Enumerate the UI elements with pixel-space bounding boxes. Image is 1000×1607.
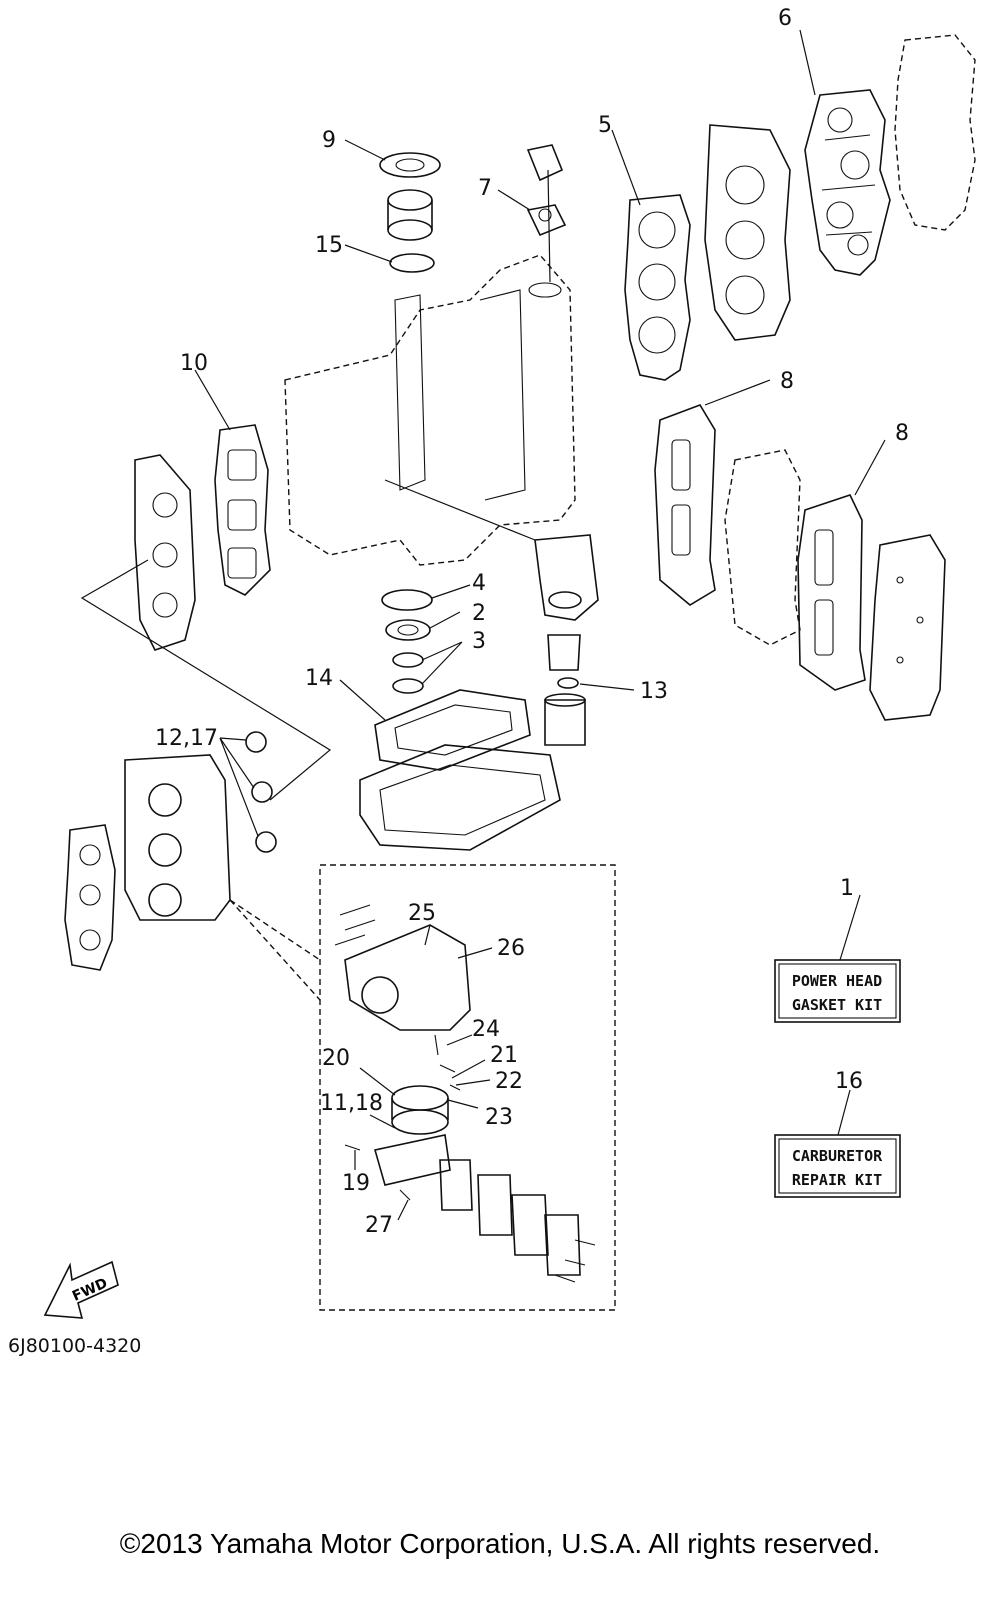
part-lower-casing	[359, 744, 561, 851]
part-15-o-ring	[389, 253, 435, 273]
part-4-o-ring	[381, 589, 433, 611]
callouts: 1 2 3 4 5 6 7 8 8 9 10 11,18 12,17 13 14…	[155, 6, 909, 1238]
callout-16: 16	[835, 1069, 863, 1094]
power-head-gasket-kit-box: POWER HEAD GASKET KIT	[774, 959, 901, 1023]
fwd-label: FWD	[70, 1275, 110, 1305]
callout-14: 14	[305, 666, 333, 691]
part-carburetor-gasket	[64, 824, 116, 971]
callout-4: 4	[472, 571, 486, 596]
part-6-head-cover-gasket	[804, 89, 891, 276]
part-exhaust-inner-plate	[724, 449, 801, 646]
carburetor-kit-line2: REPAIR KIT	[792, 1171, 882, 1189]
part-2-oil-seal	[385, 619, 431, 641]
callout-8a: 8	[780, 369, 794, 394]
part-5-head-gasket	[624, 194, 691, 381]
part-13-o-ring	[557, 677, 579, 689]
detail-pointer	[229, 899, 321, 1001]
callout-26: 26	[497, 936, 525, 961]
part-anode-filter	[544, 693, 586, 746]
part-9-oil-seal	[379, 152, 441, 241]
part-thermostat-housing	[534, 534, 599, 671]
callout-15: 15	[315, 233, 343, 258]
part-cylinder-head	[704, 124, 791, 341]
carburetor-detail-box	[319, 864, 616, 1311]
callout-27: 27	[365, 1213, 393, 1238]
part-carburetor-assembly	[124, 754, 231, 921]
callout-1: 1	[840, 876, 854, 901]
callout-3: 3	[472, 629, 486, 654]
fwd-arrow-icon: FWD	[43, 1260, 119, 1319]
diagram-code: 6J80100-4320	[8, 1335, 142, 1357]
part-exhaust-outer-cover	[869, 534, 946, 721]
part-7-thermostat-gasket	[526, 144, 567, 237]
part-8-exhaust-gasket-outer	[797, 494, 866, 691]
part-small-screws	[344, 1034, 596, 1283]
part-10-reed-gasket	[214, 424, 271, 596]
callout-11-18: 11,18	[320, 1091, 383, 1116]
part-reed-valves	[373, 1134, 581, 1276]
leader-lines	[194, 29, 886, 1221]
part-3-bearing	[392, 652, 424, 694]
part-8-exhaust-gasket-inner	[654, 404, 716, 606]
part-cylinder-block	[284, 254, 576, 566]
leader-manifold	[80, 559, 332, 801]
part-12-17-clips	[245, 731, 277, 853]
callout-24: 24	[472, 1017, 500, 1042]
callout-22: 22	[495, 1069, 523, 1094]
part-head-cover	[894, 34, 976, 231]
callout-21: 21	[490, 1043, 518, 1068]
callout-9: 9	[322, 128, 336, 153]
callout-23: 23	[485, 1105, 513, 1130]
copyright-notice: ©2013 Yamaha Motor Corporation, U.S.A. A…	[119, 1528, 881, 1559]
callout-12-17: 12,17	[155, 726, 218, 751]
carburetor-kit-line1: CARBURETOR	[792, 1147, 883, 1165]
callout-6: 6	[778, 6, 792, 31]
callout-19: 19	[342, 1171, 370, 1196]
callout-10: 10	[180, 351, 208, 376]
part-intake-manifold	[134, 454, 196, 651]
part-20-float-chamber	[391, 1085, 449, 1135]
callout-2: 2	[472, 601, 486, 626]
power-head-kit-line2: GASKET KIT	[792, 996, 882, 1014]
callout-25: 25	[408, 901, 436, 926]
callout-7: 7	[478, 176, 492, 201]
power-head-kit-line1: POWER HEAD	[792, 972, 882, 990]
part-carburetor-body	[334, 904, 471, 1031]
callout-8b: 8	[895, 421, 909, 446]
callout-20: 20	[322, 1046, 350, 1071]
part-14-base-gasket	[374, 689, 531, 771]
callout-5: 5	[598, 113, 612, 138]
callout-13: 13	[640, 679, 668, 704]
carburetor-repair-kit-box: CARBURETOR REPAIR KIT	[774, 1134, 901, 1198]
